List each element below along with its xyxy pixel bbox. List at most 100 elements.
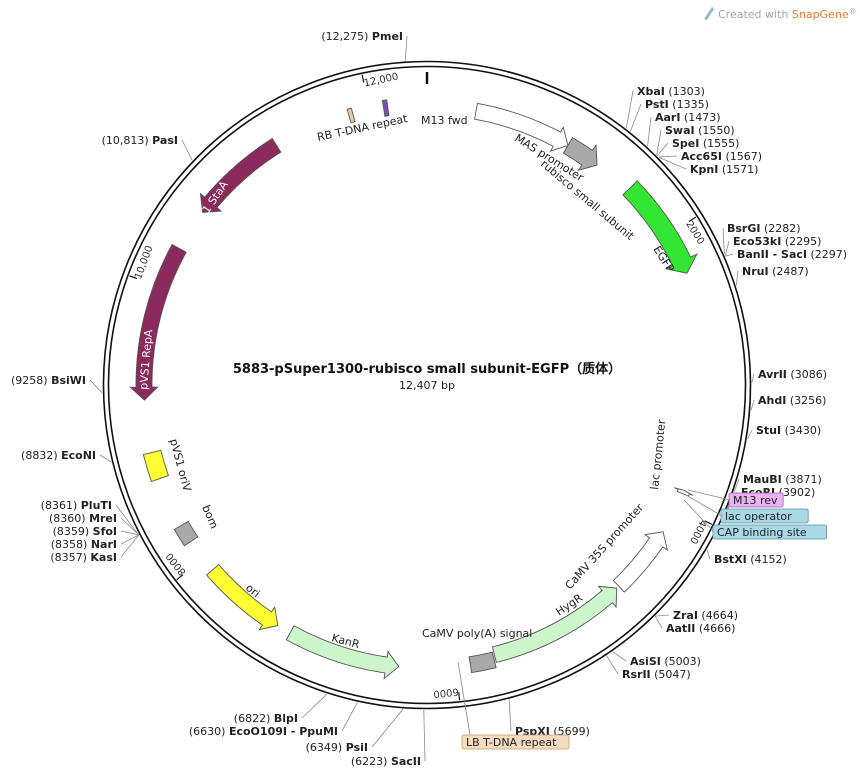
site-position: (8357) [50, 551, 87, 564]
watermark-prefix: Created with [718, 8, 792, 21]
tag-label: CAP binding site [717, 526, 807, 539]
tag-leader [457, 661, 471, 736]
watermark-brand: SnapGene [792, 8, 849, 21]
site-name: MauBI [743, 473, 782, 486]
site-position: (10,813) [102, 134, 149, 147]
site-leader [404, 35, 408, 61]
site-position: (8359) [53, 525, 90, 538]
site-position: (5003) [664, 655, 701, 668]
feature-arc [622, 180, 698, 274]
plasmid-size: 12,407 bp [399, 379, 455, 392]
site-label: BsrGI (2282) [727, 222, 801, 235]
site-name: Acc65I [681, 150, 722, 163]
feature-arc [285, 625, 400, 680]
tick-label: 6000 [433, 685, 459, 699]
site-position: (4664) [701, 609, 738, 622]
tag-box [712, 524, 827, 540]
tick-mark [361, 74, 365, 83]
feature-arc [491, 585, 618, 664]
feature-label: bom [199, 503, 221, 531]
tag-box [461, 734, 570, 750]
site-label: (8360) MreI [49, 512, 117, 525]
tick-label: 10,000 [133, 244, 155, 281]
tick-mark [458, 692, 461, 701]
site-label: KpnI (1571) [690, 163, 758, 176]
tick-label: 8000 [164, 550, 188, 577]
site-name: KasI [90, 551, 117, 564]
site-label: (6349) PsiI [306, 741, 368, 754]
site-position: (2295) [785, 235, 822, 248]
site-name: PasI [152, 134, 178, 147]
site-label: BanII - SacI (2297) [737, 248, 847, 261]
site-name: KpnI [690, 163, 718, 176]
site-name: BstXI [714, 553, 747, 566]
site-label: NruI (2487) [742, 265, 809, 278]
site-position: (1473) [684, 111, 721, 124]
feature-label: CaMV poly(A) signal [422, 627, 532, 640]
tag-box [720, 508, 809, 524]
site-name: PstI [645, 98, 669, 111]
site-leader [751, 373, 755, 383]
site-label: (12,275) PmeI [321, 30, 403, 43]
feature-arc [173, 520, 199, 547]
site-leader [706, 549, 711, 560]
tick-mark [688, 216, 697, 222]
site-leader [625, 90, 634, 129]
tag-leader [687, 489, 731, 501]
feature-arc [612, 531, 669, 593]
site-position: (1567) [725, 150, 762, 163]
site-label: XbaI (1303) [637, 85, 705, 98]
feature-label: pVS1 oriV [167, 437, 194, 493]
site-leader [301, 693, 328, 719]
site-leader [606, 655, 619, 675]
tick-label: 12,000 [363, 71, 400, 89]
site-leader [735, 270, 739, 286]
tick-mark [176, 574, 184, 581]
feature-arc [381, 99, 390, 117]
site-leader [725, 253, 734, 257]
site-leader [654, 616, 663, 629]
site-name: RsrII [622, 668, 651, 681]
site-position: (4666) [699, 622, 736, 635]
site-label: ZraI (4664) [673, 609, 738, 622]
site-label: (8358) NarI [51, 538, 117, 551]
site-name: ZraI [673, 609, 698, 622]
plasmid-name: 5883-pSuper1300-rubisco small subunit-EG… [233, 361, 621, 377]
site-label: MauBI (3871) [743, 473, 822, 486]
site-name: AarI [655, 111, 680, 124]
watermark: Created with SnapGene® [718, 7, 857, 21]
site-position: (8358) [51, 538, 88, 551]
tick-label: 2000 [683, 219, 706, 246]
site-position: (6822) [234, 712, 271, 725]
site-position: (2297) [811, 248, 848, 261]
site-label: (6822) BlpI [234, 712, 298, 725]
site-position: (1303) [668, 85, 705, 98]
site-name: BsrGI [727, 222, 760, 235]
site-position: (1335) [672, 98, 709, 111]
site-label: (8359) SfoI [53, 525, 117, 538]
site-leader [371, 708, 404, 748]
site-leader [747, 429, 753, 439]
site-leader [750, 399, 755, 411]
site-position: (12,275) [321, 30, 368, 43]
site-name: PluTI [81, 499, 112, 512]
feature-arc [474, 102, 569, 153]
site-label: (8832) EcoNI [21, 449, 96, 462]
site-leader [656, 129, 662, 156]
feature-arc [674, 487, 694, 497]
feature-label: lac promoter [648, 418, 668, 490]
site-name: BlpI [274, 712, 298, 725]
feature-arc [142, 449, 169, 483]
site-label: (8357) KasI [50, 551, 117, 564]
site-name: EcoNI [61, 449, 96, 462]
site-label: Acc65I (1567) [681, 150, 762, 163]
site-position: (4152) [750, 553, 787, 566]
site-name: Eco53kI [733, 235, 781, 248]
site-name: NruI [742, 265, 769, 278]
feature-arc [129, 243, 187, 401]
site-name: BsiWI [51, 374, 86, 387]
site-position: (8361) [41, 499, 78, 512]
site-label: AsiSI (5003) [630, 655, 701, 668]
feature-arc [468, 651, 497, 674]
